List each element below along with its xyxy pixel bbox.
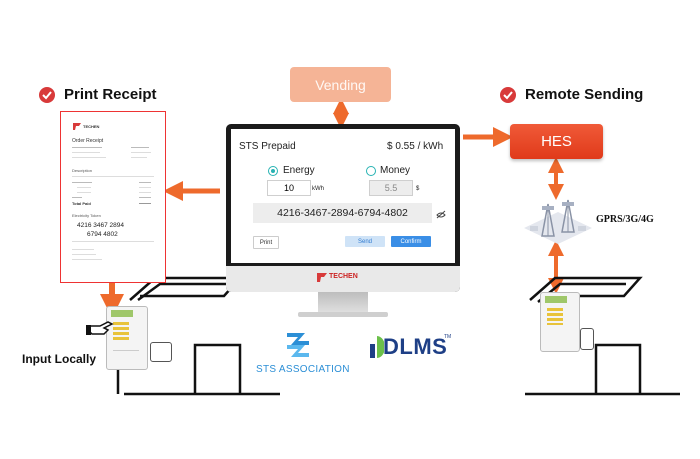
hide-token-icon[interactable] [436, 210, 446, 219]
energy-input[interactable]: 10 [267, 180, 311, 196]
sts-association-text: STS ASSOCIATION [256, 364, 350, 375]
screen-title: STS Prepaid [239, 141, 296, 152]
receipt-token-heading: Electricity Token [72, 213, 101, 218]
receipt-token-line2: 6794 4802 [87, 231, 118, 238]
screen-price: $ 0.55 / kWh [387, 141, 444, 152]
receipt-total-label: Total Paid [72, 201, 91, 206]
hand-pointer-icon [86, 321, 114, 335]
remote-sending-heading: Remote Sending [525, 86, 644, 103]
receipt-description-heading: Description [72, 168, 93, 173]
energy-option-label: Energy [283, 165, 315, 176]
dlms-text: DLMS [383, 334, 448, 359]
monitor-stand-base [298, 312, 388, 317]
monitor-stand [318, 292, 368, 314]
token-display: 4216-3467-2894-6794-4802 [253, 203, 432, 223]
print-button[interactable]: Print [253, 236, 279, 249]
left-meter-cable [150, 342, 172, 362]
hes-box: HES [510, 124, 603, 159]
check-icon [500, 87, 516, 103]
monitor-chin [226, 266, 460, 292]
money-unit: $ [416, 186, 420, 192]
money-input[interactable]: 5.5 [369, 180, 413, 196]
gprs-label: GPRS/3G/4G [596, 214, 654, 225]
right-meter-cable [580, 328, 594, 350]
print-receipt-heading: Print Receipt [64, 86, 157, 103]
monitor-brand: TECHEN [329, 273, 358, 280]
receipt-logo-icon [73, 123, 81, 130]
check-icon [39, 87, 55, 103]
energy-unit: kWh [312, 186, 324, 192]
receipt-title: Order Receipt [72, 138, 104, 144]
receipt-token-line1: 4216 3467 2894 [77, 222, 124, 229]
dlms-trademark: TM [444, 334, 452, 340]
receipt-brand: TECHEN [83, 124, 100, 129]
vending-box: Vending [290, 67, 391, 102]
dlms-logo-icon [370, 336, 384, 358]
send-button[interactable]: Send [345, 236, 385, 247]
right-house-lineart [525, 276, 680, 396]
receipt-paper: TECHEN Order Receipt Description Total P… [60, 111, 166, 283]
money-option-label: Money [380, 165, 411, 176]
sts-logo-icon [287, 333, 309, 357]
monitor-logo-icon [317, 273, 327, 282]
input-locally-label: Input Locally [22, 352, 97, 366]
cell-tower-icon [524, 199, 592, 244]
money-radio[interactable] [366, 166, 376, 176]
energy-radio[interactable] [268, 166, 278, 176]
confirm-button[interactable]: Confirm [391, 236, 431, 247]
